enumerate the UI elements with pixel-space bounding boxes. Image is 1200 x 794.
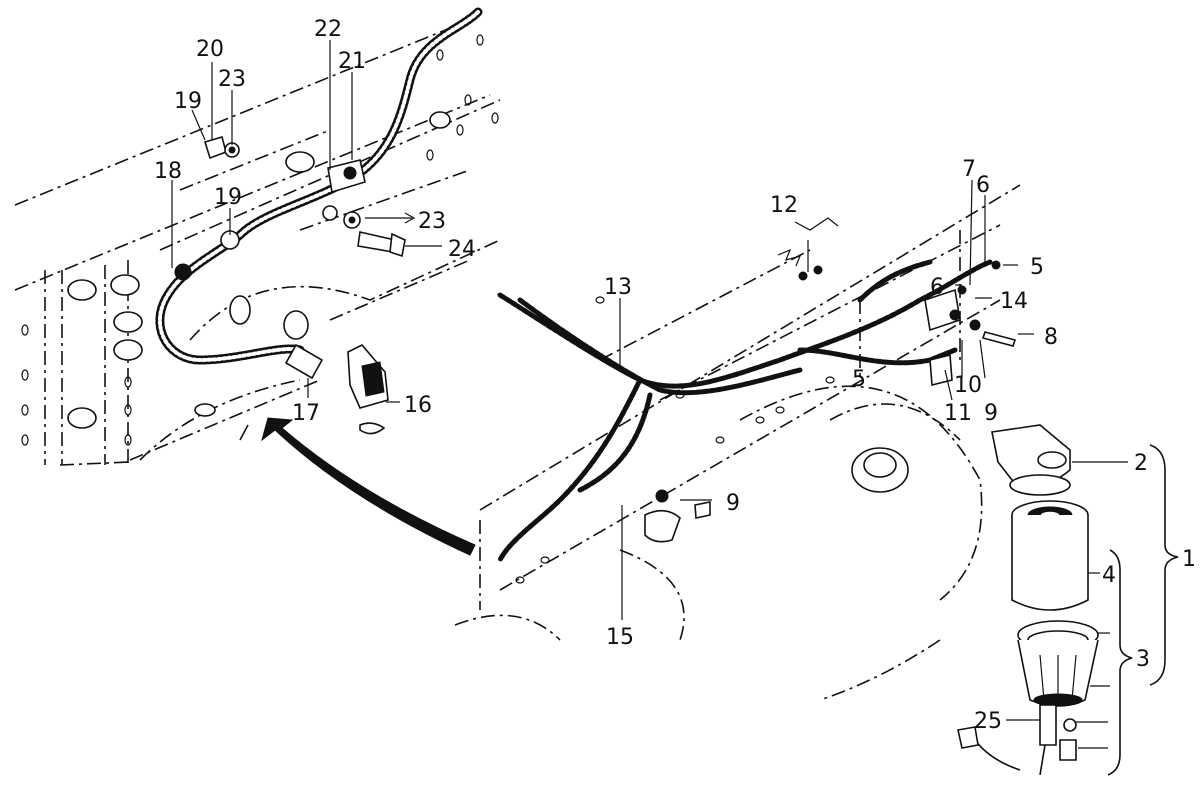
- valve-9-15: [644, 489, 711, 543]
- callout-20: 20: [196, 37, 224, 62]
- callout-10: 10: [954, 373, 982, 398]
- callout-15: 15: [606, 625, 634, 650]
- callout-9: 9: [984, 401, 998, 426]
- callout-23: 23: [418, 209, 446, 234]
- callout-5: 5: [1030, 255, 1044, 280]
- filter-head-bracket: [798, 260, 1017, 387]
- corrugated-hose: [155, 7, 483, 365]
- callout-18: 18: [154, 159, 182, 184]
- callout-8: 8: [1044, 325, 1058, 350]
- callout-23: 23: [218, 67, 246, 92]
- callout-1: 1: [1182, 547, 1196, 572]
- callout-labels: 20 23 19 22 21 18 19 23 24 17 16 13 15 9…: [154, 17, 1196, 734]
- callout-17: 17: [292, 401, 320, 426]
- drain-valve-25: [957, 704, 1077, 776]
- callout-13: 13: [604, 275, 632, 300]
- frame-holes: [21, 34, 499, 446]
- callout-4: 4: [1102, 563, 1116, 588]
- callout-7: 7: [962, 157, 976, 182]
- frame-bolts: [67, 111, 451, 429]
- callout-19: 19: [214, 185, 242, 210]
- fuel-cap: [851, 447, 909, 493]
- callout-6: 6: [930, 275, 944, 300]
- elbow-fitting-16: [347, 344, 389, 435]
- detail-view-frame: [14, 7, 501, 466]
- filter-head-2: [991, 424, 1071, 496]
- fuel-filter-assembly: [957, 424, 1179, 776]
- clamp-21-22: [327, 159, 366, 194]
- wiring-harness-13: [497, 259, 993, 389]
- filter-cartridge-4: [1011, 500, 1089, 611]
- callout-9: 9: [726, 491, 740, 516]
- callout-6: 6: [976, 173, 990, 198]
- filter-bowl-3: [1017, 620, 1099, 707]
- callout-21: 21: [338, 49, 366, 74]
- callout-22: 22: [314, 17, 342, 42]
- detail-arrow: [239, 417, 476, 556]
- callout-24: 24: [448, 237, 476, 262]
- callout-14: 14: [1000, 289, 1028, 314]
- callout-12: 12: [770, 193, 798, 218]
- callout-16: 16: [404, 393, 432, 418]
- leader-lines: [171, 40, 1128, 749]
- callout-19: 19: [174, 89, 202, 114]
- callout-25: 25: [974, 709, 1002, 734]
- callout-2: 2: [1134, 451, 1148, 476]
- bracket-3: [1107, 549, 1133, 776]
- bracket-1: [1149, 444, 1179, 686]
- callout-5: 5: [852, 367, 866, 392]
- callout-3: 3: [1136, 647, 1150, 672]
- bolt-24: [357, 231, 406, 258]
- pipe-17: [284, 343, 324, 380]
- callout-11: 11: [944, 401, 972, 426]
- nut-washer-group: [174, 136, 361, 281]
- chassis-holes: [515, 296, 835, 584]
- main-view-chassis: [454, 184, 1021, 701]
